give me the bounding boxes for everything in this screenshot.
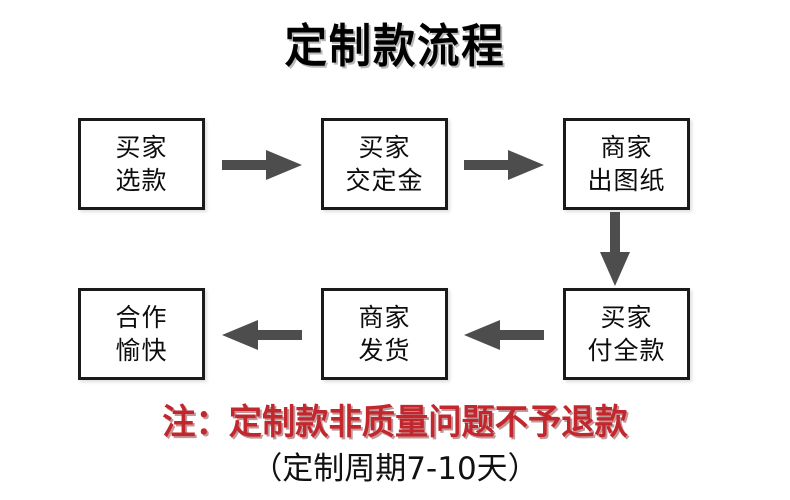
- node-line-1: 买家: [115, 133, 168, 162]
- page-title: 定制款流程: [284, 19, 506, 73]
- flow-node-buyer-deposit: 买家 交定金: [321, 118, 448, 210]
- node-line-2: 付全款: [587, 336, 666, 365]
- footer-note-refund-policy: 注：定制款非质量问题不予退款: [162, 403, 628, 443]
- arrow-right-icon: [464, 148, 544, 182]
- node-line-2: 交定金: [345, 166, 424, 195]
- node-line-2: 出图纸: [587, 166, 666, 195]
- node-line-1: 合作: [115, 303, 168, 332]
- node-line-1: 商家: [358, 303, 411, 332]
- flow-node-buyer-full-payment: 买家 付全款: [563, 288, 690, 380]
- footer-note-lead-time: （定制周期7-10天）: [251, 451, 539, 487]
- arrow-left-icon: [220, 318, 302, 352]
- flow-node-happy-cooperation: 合作 愉快: [78, 288, 205, 380]
- arrow-right-icon: [222, 148, 302, 182]
- node-line-2: 发货: [358, 336, 411, 365]
- node-line-1: 买家: [600, 303, 653, 332]
- node-line-1: 买家: [358, 133, 411, 162]
- node-line-1: 商家: [600, 133, 653, 162]
- flow-node-buyer-select: 买家 选款: [78, 118, 205, 210]
- flow-node-merchant-drawing: 商家 出图纸: [563, 118, 690, 210]
- arrow-left-icon: [462, 318, 544, 352]
- arrow-down-icon: [598, 212, 632, 286]
- node-line-2: 选款: [115, 166, 168, 195]
- node-line-2: 愉快: [115, 336, 168, 365]
- flow-node-merchant-ship: 商家 发货: [321, 288, 448, 380]
